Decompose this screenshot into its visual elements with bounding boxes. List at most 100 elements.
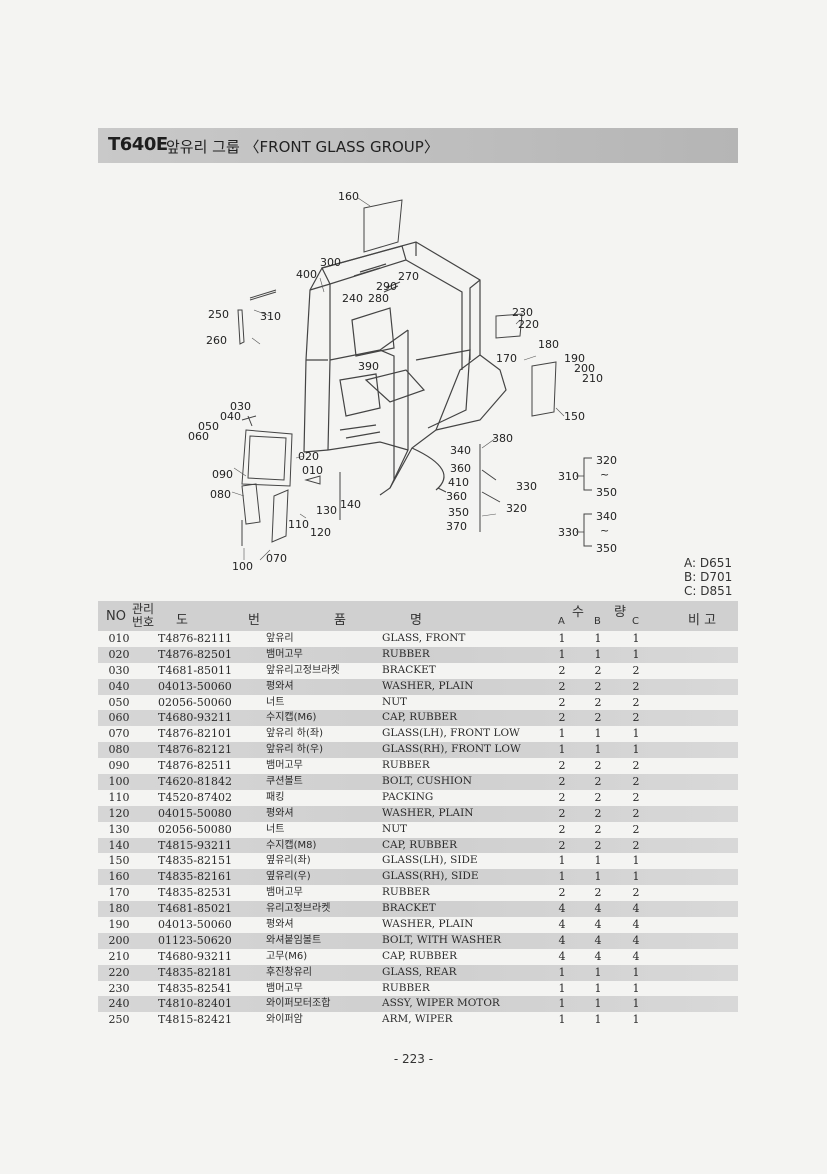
callout-050: 050 [198, 420, 219, 433]
row-no: 150 [108, 854, 130, 868]
part-number: T4835-82151 [158, 854, 233, 868]
header-mgmt-bottom: 번호 [132, 615, 155, 629]
part-name-en: GLASS(RH), FRONT LOW [382, 743, 521, 756]
callout-030: 030 [230, 400, 251, 413]
qty-a: 2 [558, 663, 566, 677]
part-name-en: PACKING [382, 790, 434, 803]
qty-a: 2 [558, 679, 566, 693]
part-name-en: BOLT, WITH WASHER [382, 933, 501, 946]
callout-310: 310 [260, 310, 281, 323]
part-number: T4876-82101 [158, 727, 233, 741]
header-no: NO [106, 609, 126, 624]
part-number: T4835-82541 [158, 981, 233, 995]
qty-c: 1 [632, 1013, 640, 1027]
group-330-ref: 330 [558, 526, 579, 539]
qty-b: 4 [594, 902, 602, 916]
qty-b: 2 [594, 790, 602, 804]
part-name-kr: 수지캡(M6) [266, 712, 317, 724]
qty-a: 4 [558, 902, 566, 916]
qty-a: 4 [558, 949, 566, 963]
qty-a: 1 [558, 965, 566, 979]
callout-230: 230 [512, 306, 533, 319]
qty-c: 1 [632, 632, 640, 645]
qty-c: 1 [632, 743, 640, 757]
qty-c: 2 [632, 806, 640, 820]
qty-c: 1 [632, 870, 640, 884]
header-qty-b: B [594, 616, 601, 627]
qty-b: 1 [594, 870, 602, 884]
callout-060: 060 [188, 430, 209, 443]
row-no: 230 [108, 981, 130, 995]
qty-b: 1 [594, 727, 602, 741]
callout-150: 150 [564, 410, 585, 423]
row-no: 190 [108, 918, 130, 932]
qty-a: 1 [558, 854, 566, 868]
qty-c: 1 [632, 647, 640, 661]
callout-040: 040 [220, 410, 241, 423]
row-no: 110 [108, 790, 130, 804]
qty-b: 1 [594, 854, 602, 868]
range-group-330: 330 340 ~ 350 [558, 510, 617, 555]
qty-b: 2 [594, 759, 602, 773]
qty-a: 4 [558, 918, 566, 932]
part-number: T4815-93211 [158, 838, 233, 852]
qty-b: 1 [594, 1013, 602, 1027]
qty-c: 2 [632, 886, 640, 900]
callout-220: 220 [518, 318, 539, 331]
part-name-en: GLASS, FRONT [382, 632, 466, 644]
part-number: T4681-85011 [158, 663, 233, 677]
callout-180: 180 [538, 338, 559, 351]
row-no: 070 [108, 727, 130, 741]
qty-c: 2 [632, 663, 640, 677]
callout-010: 010 [302, 464, 323, 477]
callout-170: 170 [496, 352, 517, 365]
callout-240: 240 [342, 292, 363, 305]
callout-090: 090 [212, 468, 233, 481]
part-name-en: ARM, WIPER [382, 1013, 453, 1026]
part-number: T4681-85021 [158, 902, 233, 916]
part-name-en: ASSY, WIPER MOTOR [382, 997, 500, 1010]
group-330-from: 340 [596, 510, 617, 523]
qty-b: 1 [594, 965, 602, 979]
model-code-c: C: D851 [684, 584, 733, 598]
part-name-en: CAP, RUBBER [382, 838, 457, 851]
qty-b: 2 [594, 886, 602, 900]
row-no: 200 [108, 933, 130, 947]
qty-a: 1 [558, 997, 566, 1011]
group-330-tilde: ~ [600, 524, 609, 537]
part-number: T4815-82421 [158, 1013, 233, 1027]
qty-c: 1 [632, 981, 640, 995]
callout-110: 110 [288, 518, 309, 531]
part-name-kr: 유리고정브라켓 [266, 903, 331, 915]
row-no: 020 [108, 647, 130, 661]
part-name-en: GLASS(LH), SIDE [382, 854, 478, 867]
part-name-en: RUBBER [382, 981, 430, 994]
qty-c: 4 [632, 949, 640, 963]
parts-drawing [237, 199, 592, 547]
part-name-kr: 앞유리 하(좌) [266, 728, 323, 740]
header-remark: 비 고 [688, 613, 717, 628]
callout-340: 340 [450, 444, 471, 457]
qty-a: 1 [558, 647, 566, 661]
qty-b: 2 [594, 695, 602, 709]
qty-c: 4 [632, 918, 640, 932]
qty-b: 1 [594, 997, 602, 1011]
callout-080: 080 [210, 488, 231, 501]
row-no: 030 [108, 663, 130, 677]
qty-c: 2 [632, 775, 640, 789]
